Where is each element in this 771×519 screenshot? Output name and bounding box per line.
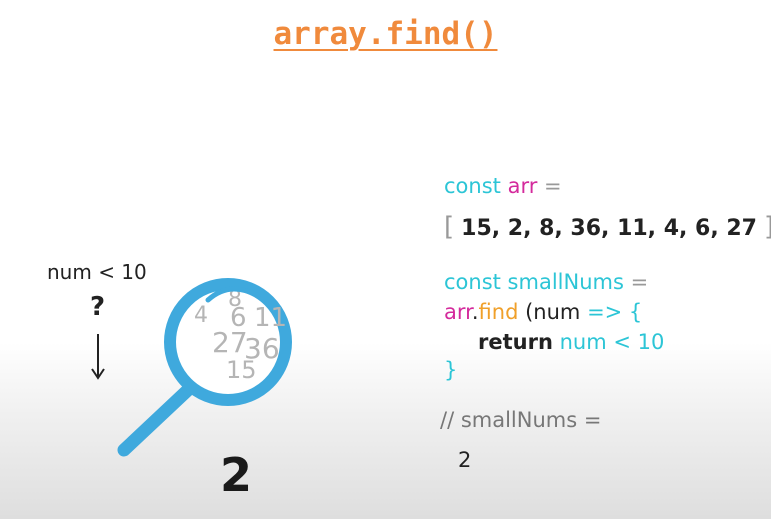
- code-line-4: arr.find (num => {: [444, 300, 642, 324]
- bracket-open: [: [444, 212, 455, 242]
- comment-line: // smallNums =: [440, 408, 602, 432]
- output-value: 2: [458, 448, 472, 472]
- page-title: array.find(): [273, 16, 498, 52]
- down-arrow-icon: [91, 334, 105, 380]
- result-value: 2: [220, 448, 253, 502]
- operator: =: [544, 174, 562, 198]
- variable: arr: [444, 300, 472, 324]
- magnifier-number: 36: [244, 332, 280, 365]
- magnifier-number: 8: [228, 287, 242, 312]
- condition-label: num < 10: [47, 260, 147, 284]
- keyword: const: [444, 174, 501, 198]
- code-line-2: [ 15, 2, 8, 36, 11, 4, 6, 27 ]: [444, 212, 771, 242]
- code-line-1: const arr =: [444, 174, 562, 198]
- bracket-close: ]: [764, 212, 771, 242]
- keyword: const smallNums: [444, 270, 624, 294]
- magnifier-number: 11: [254, 303, 287, 333]
- magnifier-number: 4: [194, 303, 208, 328]
- code-line-5: return num < 10: [478, 330, 664, 354]
- method-name: find: [478, 300, 519, 324]
- return-expression: num < 10: [559, 330, 665, 354]
- question-mark: ?: [90, 292, 106, 322]
- return-keyword: return: [478, 330, 553, 354]
- variable: arr: [507, 174, 538, 198]
- code-line-3: const smallNums =: [444, 270, 648, 294]
- dot: .: [471, 300, 479, 324]
- magnifier-number: 15: [226, 356, 257, 384]
- array-values: 15, 2, 8, 36, 11, 4, 6, 27: [461, 216, 757, 241]
- arrow-function: => {: [587, 300, 643, 324]
- operator: =: [630, 270, 649, 294]
- magnifying-glass-icon: 4 8 6 11 27 36 15: [117, 278, 292, 457]
- magnifier-number: 27: [212, 326, 248, 359]
- code-line-6: }: [444, 358, 458, 382]
- paren: (num: [525, 300, 581, 324]
- magnifier-number: 6: [230, 303, 247, 333]
